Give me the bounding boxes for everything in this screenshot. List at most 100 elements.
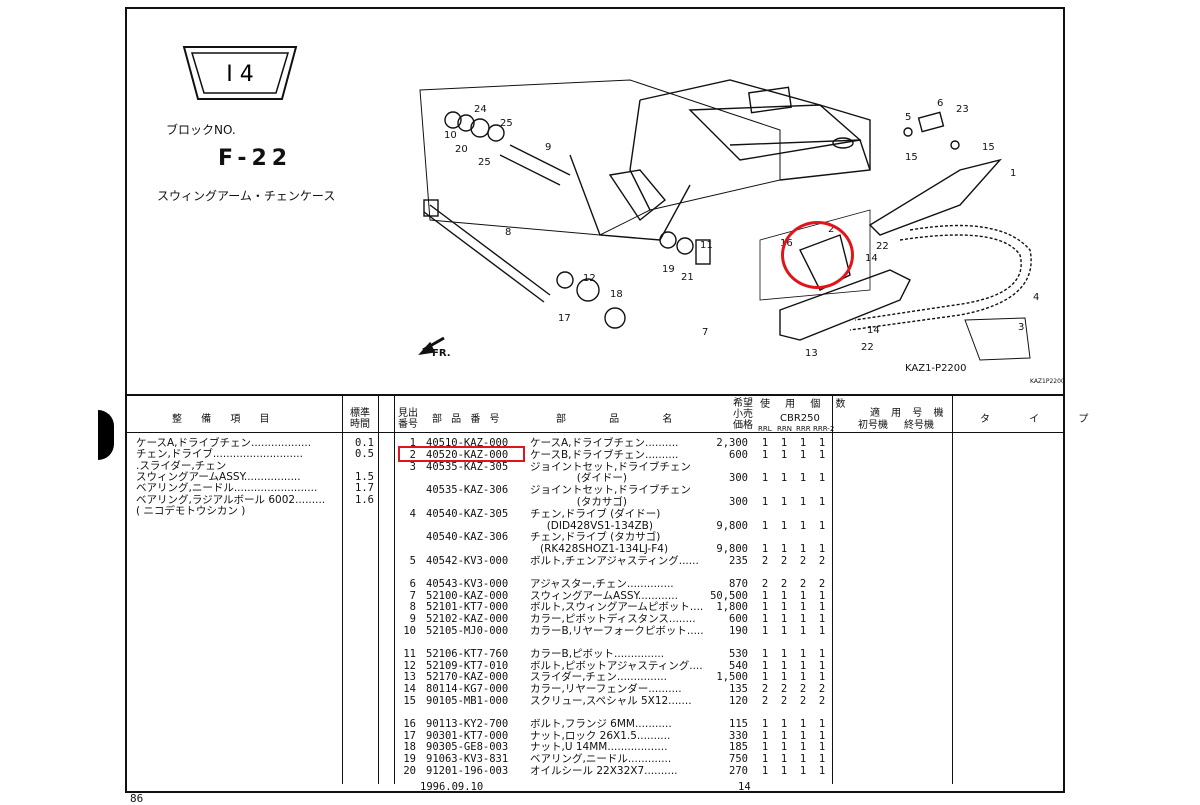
quantity: 1 (818, 472, 826, 485)
part-number: 52170-KAZ-000 (426, 671, 509, 684)
quantity: 1 (799, 671, 807, 684)
header-ref-no: 見出 番号 (398, 408, 418, 430)
part-name: (ダイドー) (530, 472, 627, 485)
work-item-name: ケースA,ドライブチェン.................. (136, 437, 312, 449)
svg-text:10: 10 (444, 130, 457, 141)
page-number: 86 (130, 792, 144, 805)
part-price: 270 (729, 765, 748, 777)
part-name: カラーB,リヤーフォークピボット..... (530, 625, 704, 637)
quantity: 1 (780, 659, 788, 672)
ref-number: 3 (409, 460, 416, 473)
ref-number: 11 (403, 647, 416, 660)
part-price: 530 (729, 647, 748, 660)
quantity: 1 (818, 601, 826, 614)
svg-text:3: 3 (1018, 322, 1024, 333)
part-name: ナット,U 14MM.................. (530, 741, 668, 754)
part-name: ベアリング,ニードル............. (530, 753, 672, 766)
column-divider (832, 394, 833, 784)
part-price: 870 (729, 577, 748, 590)
quantity: 1 (761, 729, 769, 742)
part-name: ケースA,ドライブチェン.......... (530, 437, 679, 449)
quantity: 1 (799, 717, 807, 730)
quantity: 2 (799, 555, 807, 567)
svg-text:20: 20 (455, 144, 468, 155)
part-number: 52106-KT7-760 (426, 647, 509, 660)
quantity: 1 (799, 601, 807, 614)
figure-code: KAZ1-P2200 (905, 363, 967, 374)
ref-number: 17 (403, 729, 416, 742)
quantity: 1 (780, 448, 788, 461)
block-code: F-22 (218, 146, 293, 171)
part-name: (RK428SHOZ1-134LJ-F4) (530, 543, 669, 556)
part-number: 90113-KY2-700 (426, 717, 509, 730)
part-price: 115 (729, 717, 748, 730)
column-divider (394, 394, 395, 784)
svg-text:21: 21 (681, 272, 694, 283)
work-item-name: ( ニコデモトウシカン ) (136, 504, 246, 517)
header-type: タ イ プ (980, 414, 1107, 425)
quantity: 1 (799, 753, 807, 766)
quantity: 1 (818, 671, 826, 684)
block-title: スウィングアーム・チェンケース (157, 189, 336, 203)
part-name: チェン,ドライブ (タカサゴ) (530, 531, 661, 544)
part-price: 600 (729, 613, 748, 626)
part-number: 52100-KAZ-000 (426, 589, 509, 602)
part-price: 135 (729, 683, 748, 696)
highlight-box (398, 446, 525, 462)
quantity: 1 (761, 671, 769, 684)
part-name: カラー,ピボットディスタンス........ (530, 613, 696, 626)
quantity: 2 (761, 577, 769, 590)
ref-number: 8 (409, 601, 416, 614)
header-applicable: 適 用 号 機 (870, 408, 948, 419)
part-name: チェン,ドライブ (ダイドー) (530, 507, 661, 520)
page-frame (125, 7, 1065, 793)
svg-text:8: 8 (505, 227, 511, 238)
work-item-name: ベアリング,ラジアルボール 6002......... (136, 493, 326, 506)
quantity: 1 (799, 659, 807, 672)
header-part-name: 部 品 名 (556, 414, 693, 425)
part-price: 300 (729, 496, 748, 508)
svg-text:12: 12 (583, 273, 596, 284)
part-number: 40540-KAZ-306 (426, 531, 509, 544)
footer-page: 14 (738, 781, 751, 793)
part-number: 40542-KV3-000 (426, 555, 509, 567)
quantity: 1 (799, 437, 807, 449)
quantity: 1 (799, 613, 807, 626)
part-number: 90301-KT7-000 (426, 729, 509, 742)
part-number: 90105-MB1-000 (426, 695, 509, 707)
part-name: アジャスター,チェン.............. (530, 577, 674, 590)
header-variant: RRN (777, 425, 792, 433)
part-price: 330 (729, 729, 748, 742)
part-name: ジョイントセット,ドライブチェン (530, 460, 691, 473)
quantity: 2 (780, 577, 788, 590)
table-row: 40540-KAZ-306 チェン,ドライブ (タカサゴ) (0, 531, 1200, 543)
part-price: 300 (729, 472, 748, 485)
quantity: 1 (761, 601, 769, 614)
part-number: 52102-KAZ-000 (426, 613, 509, 626)
quantity: 1 (818, 448, 826, 461)
quantity: 1 (780, 543, 788, 556)
part-name: ボルト,ピボットアジャスティング.... (530, 659, 703, 672)
ref-number: 18 (403, 741, 416, 754)
quantity: 1 (818, 589, 826, 602)
quantity: 1 (799, 472, 807, 485)
quantity: 1 (818, 625, 826, 637)
quantity: 1 (818, 496, 826, 508)
header-bottom-rule (125, 432, 1065, 433)
quantity: 1 (761, 437, 769, 449)
work-item-name: チェン,ドライブ........................... (136, 448, 303, 461)
quantity: 1 (818, 765, 826, 777)
part-name: ナット,ロック 26X1.5.......... (530, 729, 671, 742)
header-variant: RRL (758, 425, 772, 433)
part-number: 52101-KT7-000 (426, 601, 509, 614)
